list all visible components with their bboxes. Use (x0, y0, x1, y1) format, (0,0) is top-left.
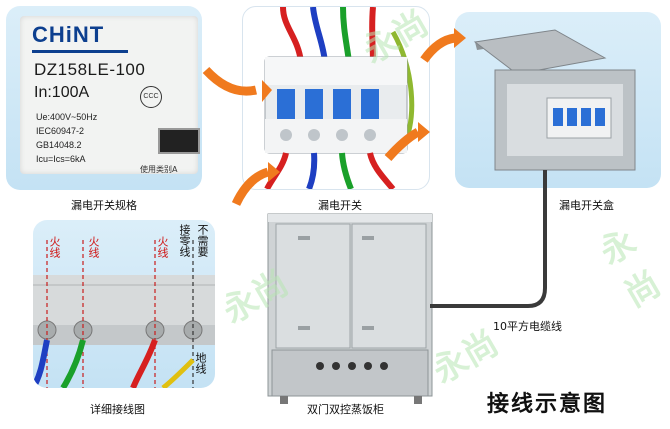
power-cable (430, 170, 547, 308)
brand-underline (32, 50, 128, 53)
arrow-cabinet-head (418, 122, 430, 142)
caption-spec: 漏电开关规格 (71, 199, 137, 212)
arrow-spec-head (262, 80, 272, 102)
caption-wiring: 详细接线图 (90, 403, 145, 416)
arrow-box-head (454, 28, 466, 48)
arrow-wiring-head (268, 162, 280, 182)
brand-logo: CHiNT (32, 22, 105, 47)
box-panel (455, 12, 661, 188)
live-label-1: 火线 (48, 236, 61, 258)
breaker-panel (242, 6, 430, 190)
spec-breaking: Icu=Ics=6kA (36, 154, 86, 164)
breaker-box-illustration (473, 29, 636, 171)
spec-gb: GB14048.2 (36, 140, 82, 150)
caption-cable: 10平方电缆线 (493, 320, 562, 333)
live-label-2: 火线 (87, 236, 100, 258)
spec-iec: IEC60947-2 (36, 126, 85, 136)
usage-category: 使用类别A (140, 165, 178, 174)
caption-box: 漏电开关盒 (559, 199, 614, 212)
ccc-mark: CCC (140, 86, 162, 108)
spec-panel: CHiNT DZ158LE-100 In:100A CCC Ue:400V~50… (6, 6, 202, 190)
arrow-cabinet (384, 128, 421, 161)
arrow-box (420, 33, 456, 63)
arrow-wiring (231, 167, 270, 206)
indicator-window (158, 128, 200, 154)
terminal-block-illustration (33, 240, 215, 388)
caption-cabinet: 双门双控蒸饭柜 (307, 403, 384, 416)
diagram-title: 接线示意图 (487, 392, 608, 417)
wiring-panel: 火线 火线 火线 (33, 220, 215, 388)
ground-label: 地线 (194, 352, 207, 374)
spec-voltage: Ue:400V~50Hz (36, 112, 98, 122)
arrow-spec (202, 66, 258, 96)
model-number: DZ158LE-100 (34, 60, 146, 79)
live-label-3: 火线 (156, 236, 169, 258)
rated-current: In:100A (34, 84, 90, 101)
neutral-label: 接零线 (178, 224, 191, 257)
not-needed-label: 不需要 (196, 224, 209, 257)
caption-breaker: 漏电开关 (318, 199, 362, 212)
spec-label-card: CHiNT DZ158LE-100 In:100A CCC Ue:400V~50… (20, 16, 200, 174)
breaker-illustration (264, 7, 415, 189)
